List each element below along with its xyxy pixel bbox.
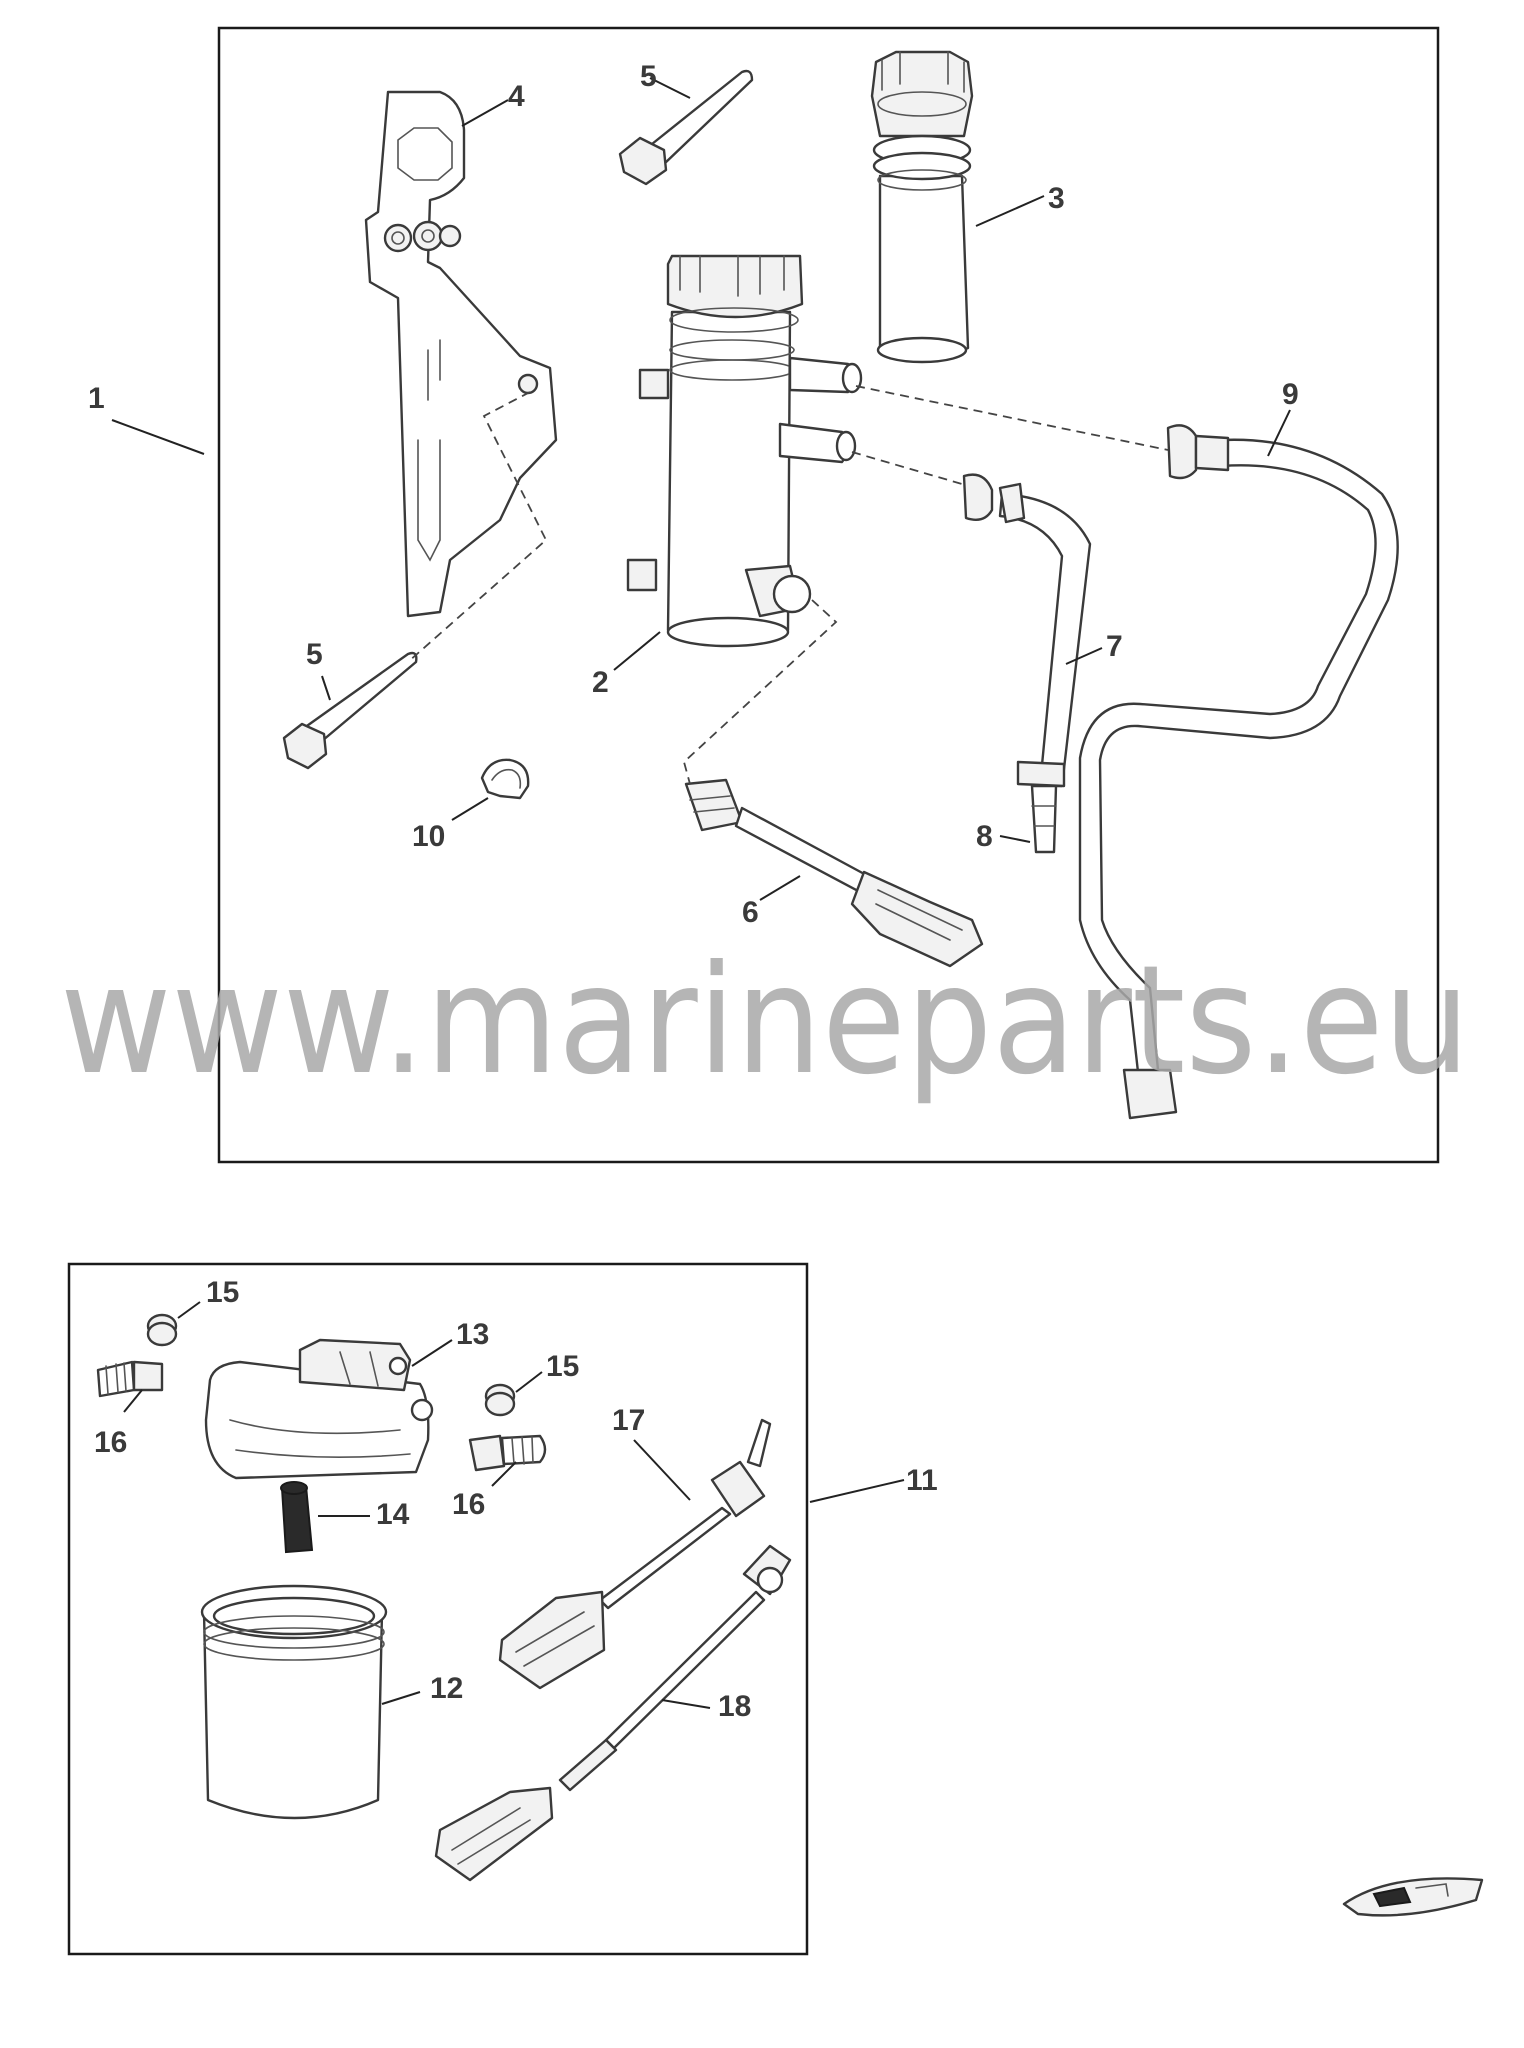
callout-11: 11 (906, 1464, 938, 1497)
callout-6: 6 (742, 896, 759, 929)
callout-8: 8 (976, 820, 993, 853)
harness-17 (498, 1418, 772, 1690)
callout-12: 12 (430, 1672, 463, 1705)
filter-canister (200, 1584, 388, 1820)
bolt-lower (282, 651, 418, 770)
callout-10: 10 (412, 820, 445, 853)
adapter-nipple (280, 1481, 314, 1554)
plug-15-right (484, 1383, 516, 1417)
sensor-harness (684, 778, 984, 968)
filter-head (204, 1338, 434, 1480)
fitting-16-right (468, 1434, 547, 1472)
fitting-16-left (96, 1360, 164, 1398)
dash-hose9 (855, 385, 1169, 451)
callout-4: 4 (508, 80, 525, 113)
mounting-bracket (364, 90, 558, 618)
callout-15a: 15 (206, 1276, 239, 1309)
callout-7: 7 (1106, 630, 1123, 663)
callout-13: 13 (456, 1318, 489, 1351)
leader-lines (111, 77, 1291, 1709)
plug-15-left (146, 1313, 178, 1347)
harness-18 (434, 1544, 792, 1882)
callout-3: 3 (1048, 182, 1065, 215)
upper-assembly-frame (217, 26, 1440, 1164)
lower-kit-frame (67, 1262, 809, 1956)
callout-14: 14 (376, 1498, 410, 1531)
callout-1: 1 (88, 382, 105, 415)
boat-icon (1342, 1877, 1484, 1917)
callout-18: 18 (718, 1690, 751, 1723)
callout-2: 2 (592, 666, 609, 699)
callout-5b: 5 (306, 638, 323, 671)
watermark: www.marineparts.eu (60, 934, 1470, 1108)
dash-hose7 (851, 451, 963, 485)
callout-16a: 16 (94, 1426, 127, 1459)
dash-bolt5 (407, 391, 548, 663)
fuel-hose-long (1078, 424, 1399, 1120)
bolt-upper (618, 69, 754, 186)
dash-harness (682, 599, 838, 785)
fuel-hose-short (962, 473, 1092, 854)
filter-element (870, 50, 974, 364)
callout-15b: 15 (546, 1350, 579, 1383)
callout-16b: 16 (452, 1488, 485, 1521)
callout-5a: 5 (640, 60, 657, 93)
callout-9: 9 (1282, 378, 1299, 411)
filter-housing (626, 254, 863, 648)
callout-17: 17 (612, 1404, 645, 1437)
hose-clamp (480, 758, 530, 800)
